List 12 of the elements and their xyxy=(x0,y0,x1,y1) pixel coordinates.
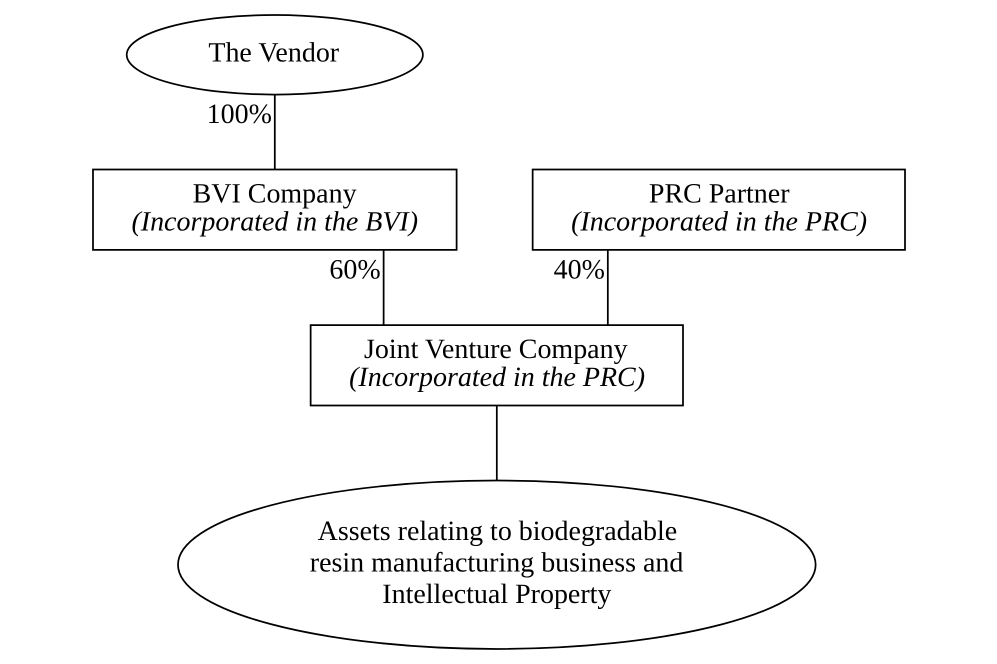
connector xyxy=(495,406,498,480)
node-box: BVI Company (Incorporated in the BVI) xyxy=(92,168,457,251)
node-box: Joint Venture Company (Incorporated in the PRC) xyxy=(309,324,684,406)
connector xyxy=(382,250,384,325)
edge-label: 100% xyxy=(206,98,272,130)
connector xyxy=(273,94,276,170)
node-box: PRC Partner (Incorporated in the PRC) xyxy=(531,168,906,251)
connector xyxy=(606,250,608,325)
edge-label: 40% xyxy=(553,254,604,286)
node-ellipse: Assets relating to biodegradable resin manufacturing business and Intellectual Property xyxy=(176,480,816,650)
node-ellipse: The Vendor xyxy=(125,14,424,96)
edge-label: 60% xyxy=(328,254,380,286)
